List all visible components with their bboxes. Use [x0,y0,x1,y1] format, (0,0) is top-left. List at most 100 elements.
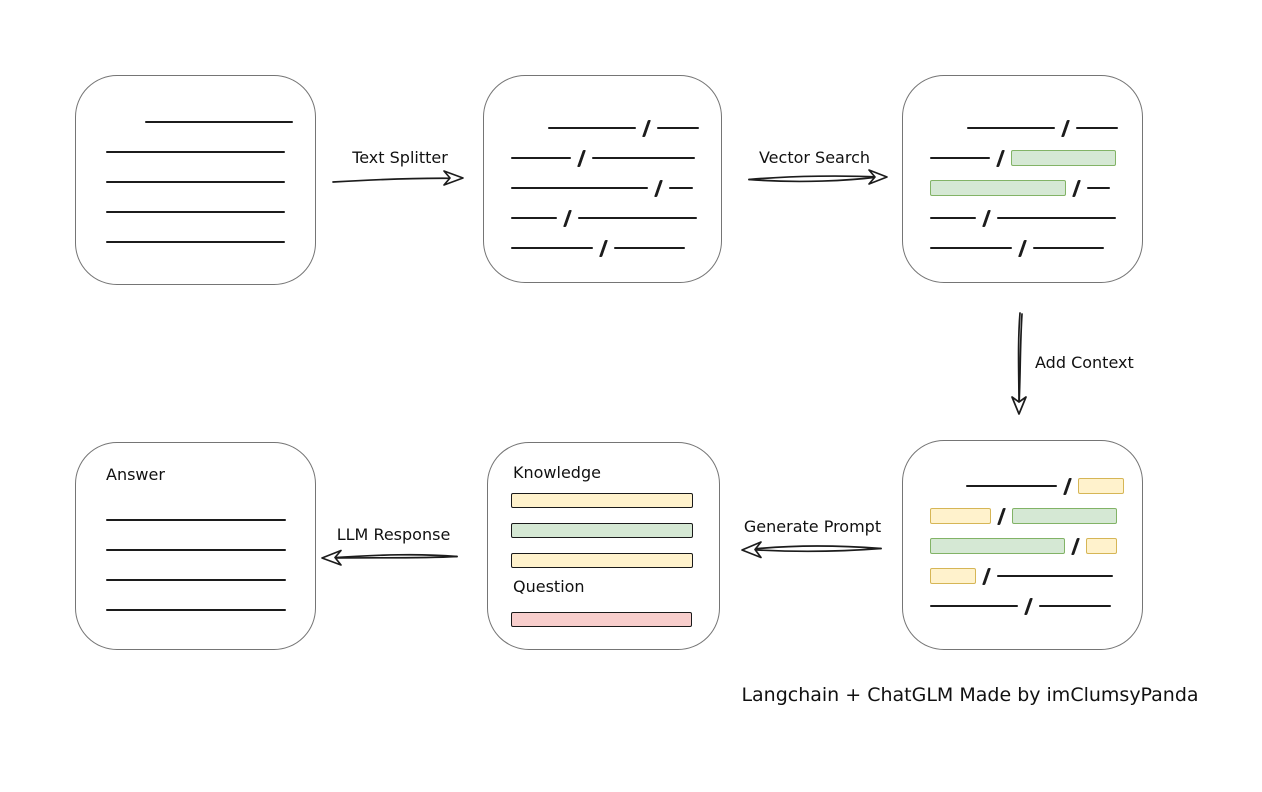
doc-row [930,471,1124,501]
vector-result-lines [903,76,1142,263]
doc-row [511,113,699,143]
knowledge-bars [511,493,693,568]
doc-row [106,595,286,625]
text-line [591,157,695,159]
text-line [106,579,286,581]
text-line [1075,127,1118,129]
llm-response-arrow [321,549,458,566]
text-line [613,247,685,249]
question-bars [511,612,692,627]
doc-row [106,505,286,535]
text-line [511,217,557,219]
text-line [106,519,286,521]
text-line [511,157,571,159]
text-line [1086,187,1110,189]
context-result-lines [903,441,1142,621]
slash-separator [1071,537,1080,555]
slash-separator [642,119,651,137]
doc-row [930,203,1116,233]
doc-row [511,233,693,263]
node-source-document [75,75,316,285]
text-line [548,127,636,129]
yellow-highlight-chip [1085,538,1117,554]
slash-separator [1063,477,1072,495]
text-line [966,485,1057,487]
node-answer: Answer [75,442,316,650]
doc-row [930,561,1114,591]
doc-row [930,233,1114,263]
yellow-highlight-chip [930,568,976,584]
yellow-bar [511,493,693,508]
green-highlight-chip [1011,508,1117,524]
text-line [145,121,293,123]
slash-separator [654,179,663,197]
green-highlight-chip [930,180,1066,196]
green-highlight-chip [930,538,1065,554]
doc-row [511,143,695,173]
text-splitter-arrow [332,170,464,186]
text-line [106,609,286,611]
text-line [511,187,648,189]
slash-separator [563,209,572,227]
text-line [996,217,1116,219]
caption: Langchain + ChatGLM Made by imClumsyPand… [741,684,1199,706]
doc-row [930,591,1114,621]
text-line [656,127,699,129]
slash-separator [982,567,991,585]
text-line [106,151,285,153]
slash-separator [599,239,608,257]
text-line [996,575,1113,577]
text-line [930,217,976,219]
document-lines [76,76,315,257]
slash-separator [982,209,991,227]
node-split-text [483,75,722,283]
green-highlight-chip [1010,150,1116,166]
add-context-label: Add Context [1035,353,1134,372]
doc-row [106,197,285,227]
text-line [1038,605,1111,607]
yellow-highlight-chip [1077,478,1124,494]
yellow-bar [511,553,693,568]
vector-search-label: Vector Search [758,148,871,167]
generate-prompt-label: Generate Prompt [743,517,882,536]
yellow-highlight-chip [930,508,991,524]
text-line [106,241,285,243]
doc-row [106,227,285,257]
slash-separator [997,507,1006,525]
doc-row [511,173,693,203]
node-prompt: Knowledge Question [487,442,720,650]
add-context-arrow [1011,312,1027,415]
answer-label: Answer [106,465,165,484]
doc-row [930,173,1114,203]
question-label: Question [513,577,585,596]
text-line [106,181,285,183]
text-line [577,217,697,219]
slash-separator [1061,119,1070,137]
doc-row [106,565,286,595]
doc-row [930,501,1117,531]
text-line [1032,247,1104,249]
split-text-lines [484,76,721,263]
indent-gap [106,122,138,123]
vector-search-arrow [748,169,888,185]
indent-gap [930,486,959,487]
text-line [106,211,285,213]
doc-row [106,535,286,565]
node-vector-search-result [902,75,1143,283]
doc-row [930,113,1118,143]
doc-row [930,143,1116,173]
knowledge-label: Knowledge [513,463,601,482]
green-bar [511,523,693,538]
doc-row [511,203,697,233]
doc-row [106,137,285,167]
slash-separator [577,149,586,167]
text-line [668,187,693,189]
text-line [106,549,286,551]
doc-row [930,531,1117,561]
text-line [511,247,593,249]
text-line [930,247,1012,249]
slash-separator [1072,179,1081,197]
text-line [930,157,990,159]
node-context-result [902,440,1143,650]
